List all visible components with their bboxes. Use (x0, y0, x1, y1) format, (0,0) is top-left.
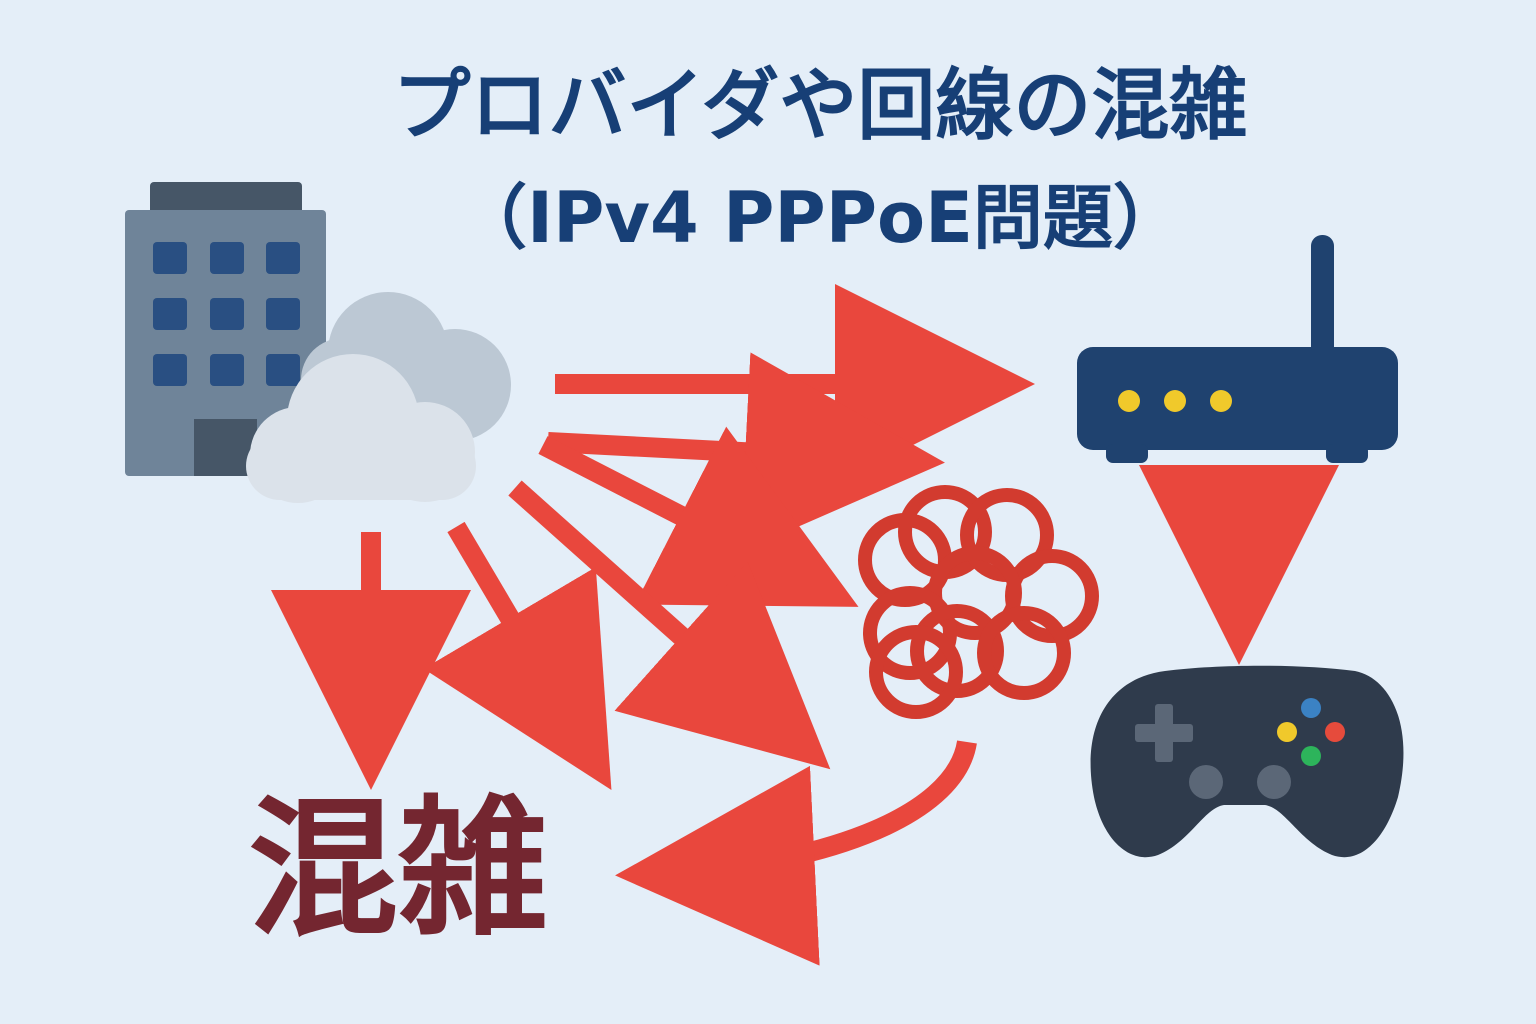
arrow-cloud-to-center (508, 480, 831, 770)
congestion-label: 混雑 (248, 783, 549, 957)
cloud-icon (246, 292, 511, 503)
page-subtitle: （IPv4 PPPoE問題） (457, 177, 1183, 259)
arrow-cloud-to-congestion-diagonal (423, 521, 612, 791)
network-congestion-icon (858, 485, 1099, 719)
game-controller-icon (1090, 665, 1404, 858)
page-title: プロバイダや回線の混雑 (392, 61, 1248, 151)
arrow-cloud-to-router-lower (547, 352, 945, 553)
router-icon (1077, 235, 1398, 463)
arrow-cluster-to-congestion (615, 739, 977, 966)
office-building-icon (125, 182, 326, 476)
arrow-cloud-to-cluster (538, 426, 859, 607)
